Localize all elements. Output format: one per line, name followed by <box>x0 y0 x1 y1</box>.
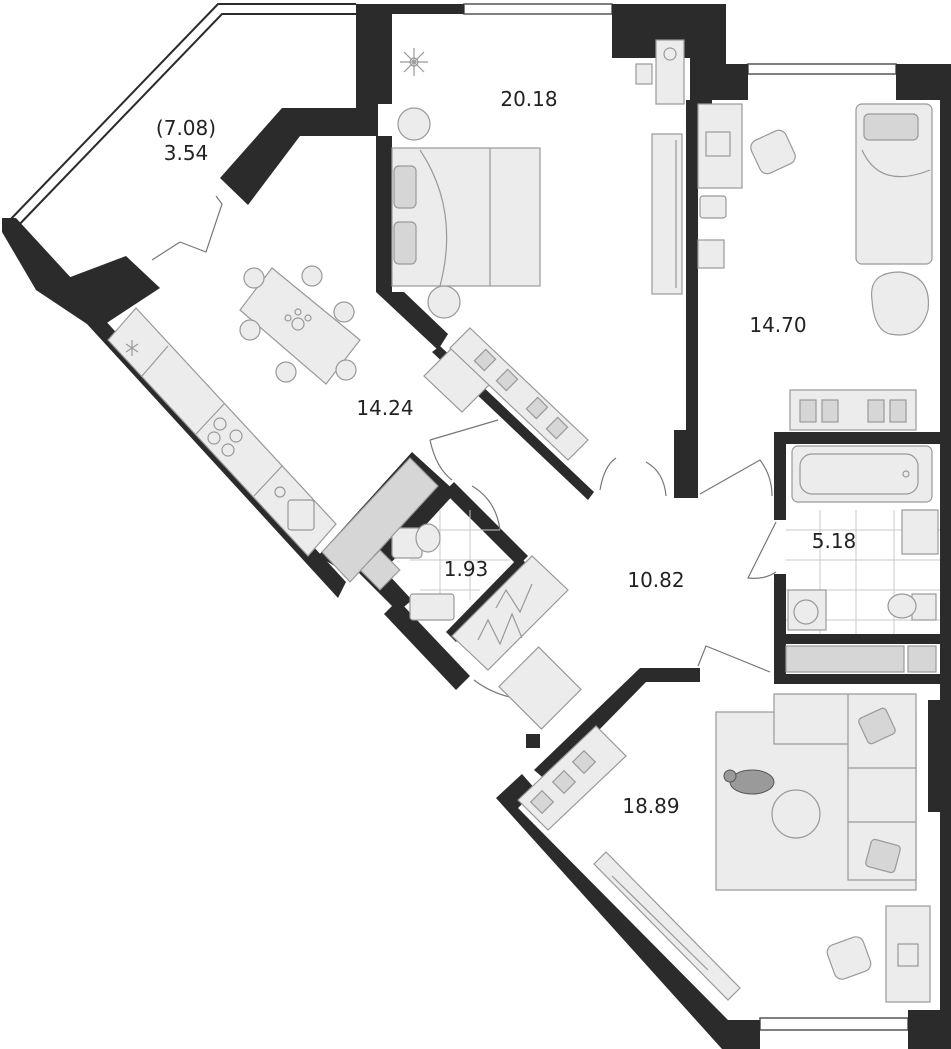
chair <box>239 319 261 341</box>
wc-door <box>429 419 499 481</box>
chair <box>635 63 653 85</box>
wall <box>36 256 160 330</box>
living-room-area: 18.89 <box>622 794 679 818</box>
shelf <box>697 239 725 269</box>
living-room-furniture <box>517 693 931 1003</box>
chair <box>335 359 357 381</box>
living-door <box>697 645 771 673</box>
snowflake-icon <box>125 340 139 356</box>
bathtub-basin <box>799 453 919 495</box>
coffee-table <box>771 789 821 839</box>
area-labels: (7.08) 3.54 20.18 14.70 14.24 5.18 1.93 … <box>156 87 856 818</box>
wc-area: 1.93 <box>444 557 489 581</box>
cushion <box>865 838 901 874</box>
round-nightstand <box>397 107 431 141</box>
single-bed <box>855 103 933 265</box>
wall <box>384 600 470 690</box>
wall <box>774 634 951 644</box>
flower-bouquet-icon <box>284 308 312 331</box>
bedroom-2-furniture <box>697 103 933 431</box>
bathroom-furniture <box>785 445 940 673</box>
monitor <box>705 131 731 157</box>
armchair <box>826 936 872 980</box>
storage-cabinet <box>321 457 439 583</box>
dining-table <box>239 267 361 385</box>
chair <box>301 265 323 287</box>
tv-stand <box>593 851 741 1001</box>
wall <box>526 734 540 748</box>
window-bedroom-2 <box>747 63 897 75</box>
storage <box>907 645 937 673</box>
armchair <box>870 271 930 336</box>
bedroom-1-area: 20.18 <box>500 87 557 111</box>
doors <box>151 195 777 701</box>
wardrobe <box>451 555 569 671</box>
wall <box>674 430 698 498</box>
desk <box>655 39 685 105</box>
chair <box>275 361 297 383</box>
bedroom-1-door <box>599 457 667 497</box>
wall <box>376 292 448 350</box>
bathroom-area: 5.18 <box>812 529 857 553</box>
bedroom-2-area: 14.70 <box>749 313 806 337</box>
wall <box>376 136 392 292</box>
wc-door-2 <box>471 485 501 531</box>
pillow <box>393 221 417 265</box>
monitor <box>897 943 919 967</box>
chair <box>243 267 265 289</box>
wc-toilet-bowl <box>415 523 441 553</box>
bedroom-1-furniture <box>391 39 685 461</box>
chair <box>333 301 355 323</box>
pillow <box>393 165 417 209</box>
wall <box>774 432 786 520</box>
wall <box>774 432 951 444</box>
cushion <box>858 707 896 745</box>
plant-icon <box>400 48 428 76</box>
balcony-glazing <box>7 3 356 223</box>
bathroom-toilet-bowl <box>887 593 917 619</box>
balcony-area-total: (7.08) <box>156 116 216 140</box>
bathroom-sink <box>901 509 939 555</box>
wall <box>896 64 951 1049</box>
round-nightstand <box>427 285 461 319</box>
double-bed <box>391 147 541 287</box>
kitchen-furniture <box>107 265 361 557</box>
wall <box>686 100 698 430</box>
storage <box>785 645 905 673</box>
windows <box>7 3 909 1031</box>
wall <box>774 674 951 684</box>
wc-sink <box>409 593 455 621</box>
wc-furniture <box>321 457 582 730</box>
wall <box>446 556 528 642</box>
kitchen-counter <box>107 307 337 557</box>
bathroom-door <box>747 521 777 579</box>
stove-icon <box>207 417 243 457</box>
bedroom-2-door <box>699 459 773 497</box>
wall <box>928 700 940 812</box>
hall-area: 10.82 <box>627 568 684 592</box>
window-living-room <box>759 1017 909 1031</box>
wall <box>908 1010 940 1049</box>
wall <box>444 482 528 566</box>
dog-icon <box>723 769 775 795</box>
plant-stand <box>498 646 582 730</box>
wall <box>356 4 464 136</box>
wall <box>774 574 786 684</box>
balcony-glazing-inner <box>13 13 356 231</box>
wall <box>220 108 356 205</box>
corner-sofa <box>773 693 917 881</box>
window-bedroom-1 <box>463 3 613 15</box>
sink-icon <box>274 486 315 531</box>
pouf <box>699 195 727 219</box>
balcony-door <box>179 195 223 253</box>
kitchen-area: 14.24 <box>356 396 413 420</box>
pillow <box>863 113 919 141</box>
balcony-area: 3.54 <box>164 141 209 165</box>
wardrobe <box>651 133 683 295</box>
armchair-icon <box>750 129 796 175</box>
